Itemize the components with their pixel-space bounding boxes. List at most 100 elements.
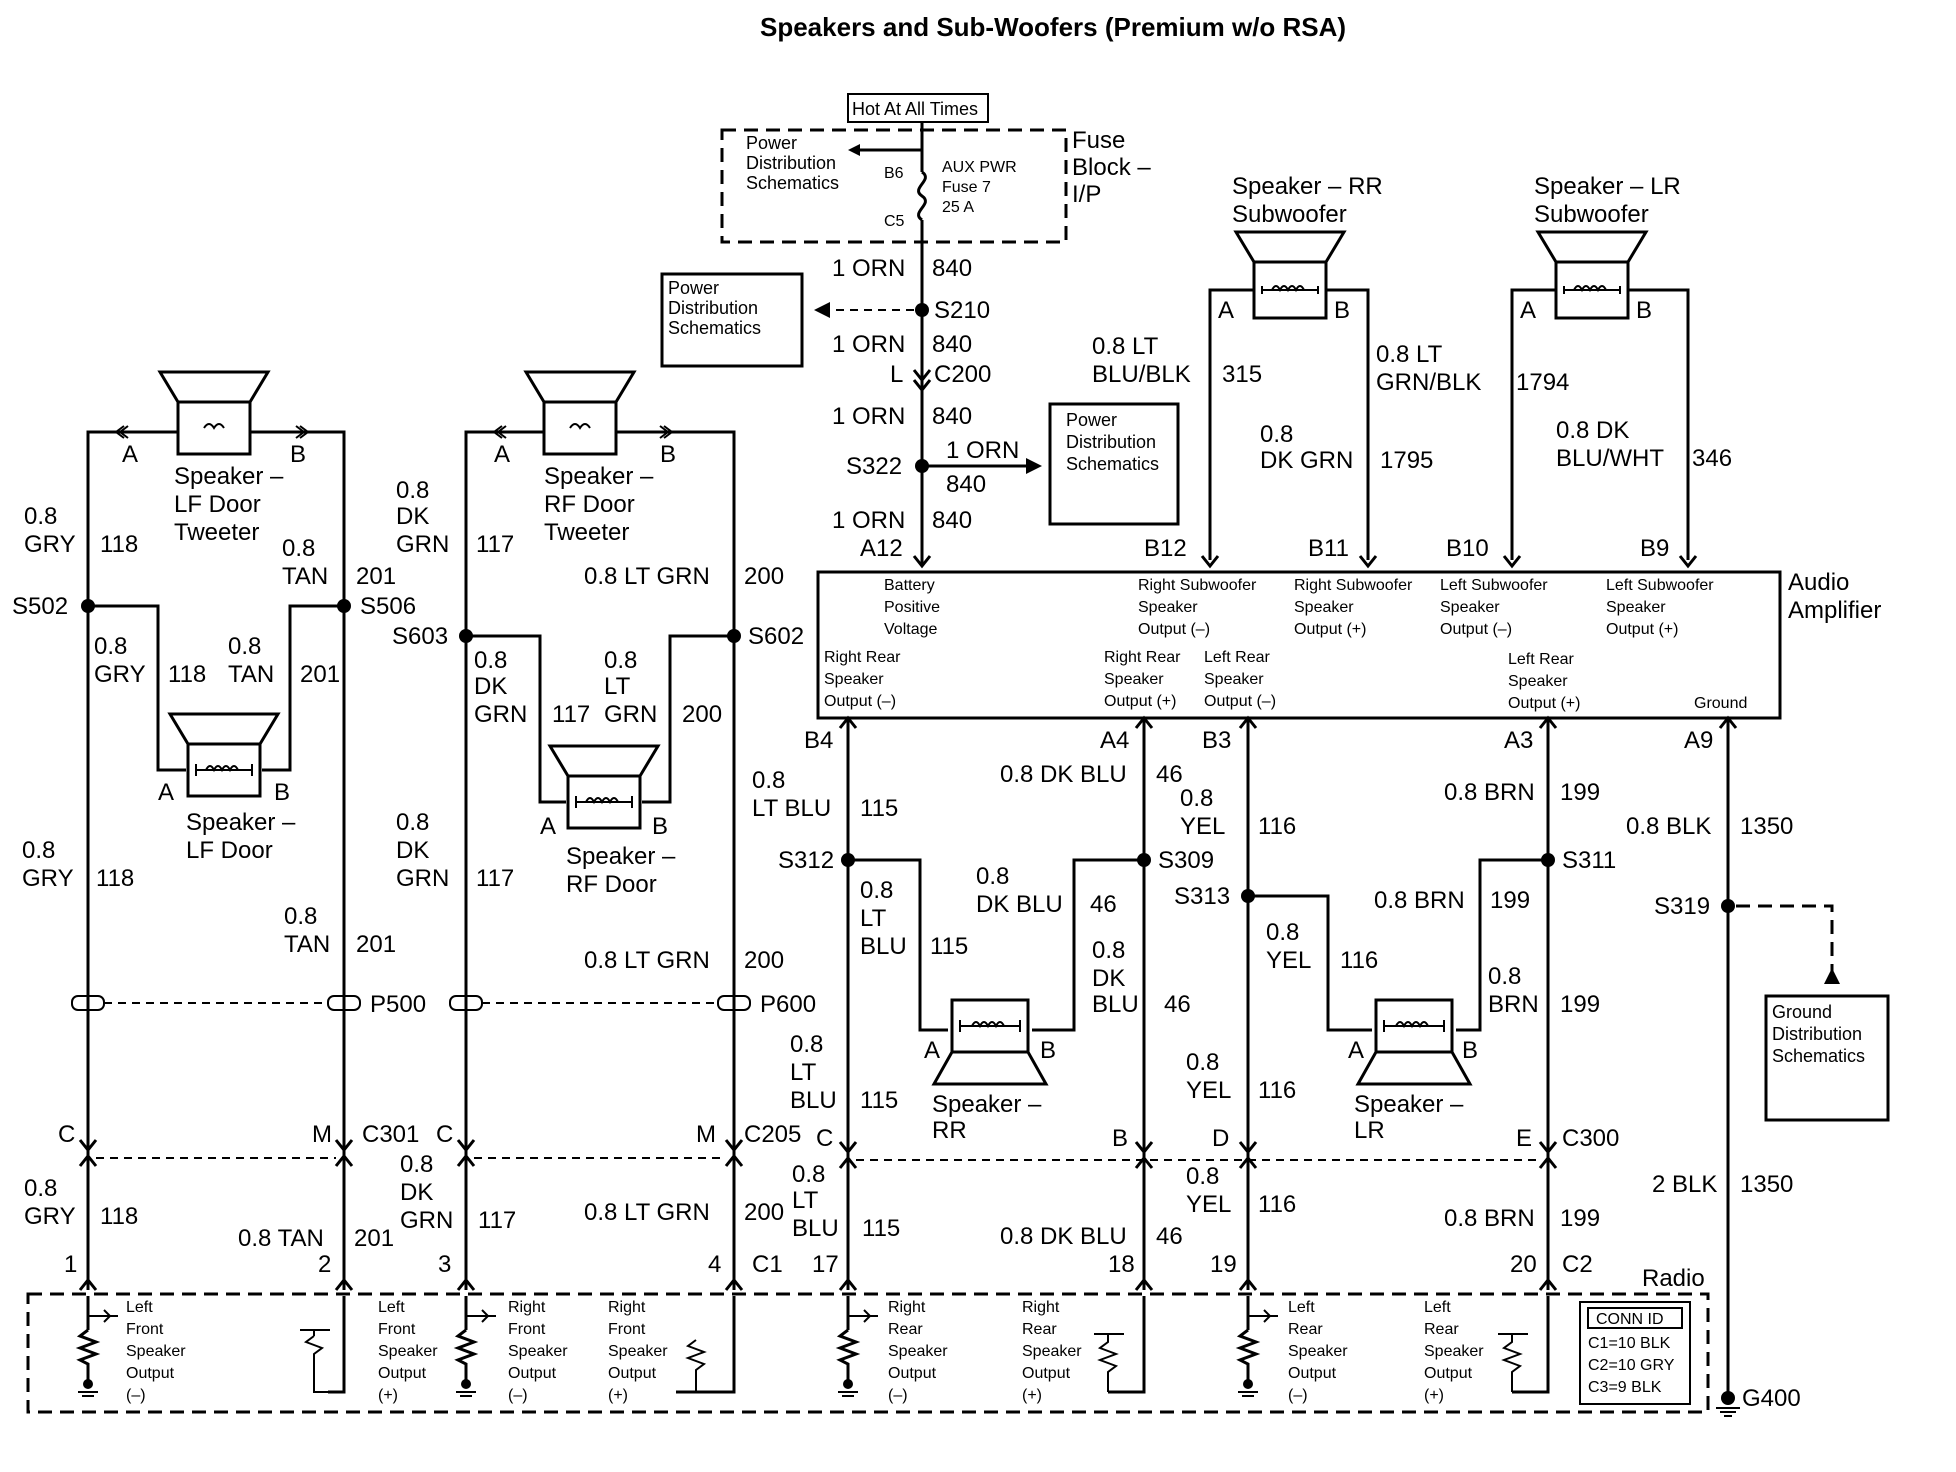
svg-text:Speaker: Speaker	[508, 1343, 568, 1360]
radio-label-lf-pos: Left Front Speaker Output (+)	[378, 1299, 438, 1404]
pds-box-1-line-1: Power	[668, 278, 719, 298]
power-wire-2-circuit: 840	[932, 331, 972, 358]
connector-c200-label: C200	[934, 361, 991, 388]
wire-118-color-b: GRY	[94, 661, 146, 688]
rr-speaker-title-1: Speaker –	[932, 1091, 1042, 1118]
svg-text:Rear: Rear	[1022, 1321, 1057, 1338]
ground-g400	[1721, 1391, 1735, 1405]
wire-118-size-d: 0.8	[24, 1175, 57, 1202]
wire-199-label-a: 0.8 BRN	[1444, 779, 1535, 806]
wire-116-circuit-b: 116	[1340, 947, 1378, 974]
wire-118-color-a: GRY	[24, 531, 76, 558]
wire-115-size-c: 0.8	[790, 1031, 823, 1058]
fuse-icon	[917, 170, 927, 222]
radio-lf-neg-circuit	[75, 1296, 118, 1397]
amp-batt-3: Voltage	[884, 621, 937, 638]
svg-text:Output: Output	[378, 1365, 427, 1382]
wire-200-circuit-d: 200	[744, 1199, 784, 1226]
connector-c1-label: C1	[752, 1251, 783, 1278]
rr-subwoofer-title-1: Speaker – RR	[1232, 173, 1383, 200]
wire-117-size-d: 0.8	[400, 1151, 433, 1178]
amp-rr-neg-3: Output (–)	[824, 693, 896, 710]
svg-text:Front: Front	[508, 1321, 546, 1338]
wire-117-grn-c: GRN	[396, 865, 449, 892]
wire-118-circuit-c: 118	[96, 865, 134, 892]
wire-200-label-d: 0.8 LT GRN	[584, 1199, 710, 1226]
conn-id-table: CONN ID C1=10 BLK C2=10 GRY C3=9 BLK	[1579, 1301, 1691, 1405]
svg-text:Left: Left	[378, 1299, 405, 1316]
wire-200-grn-b: GRN	[604, 701, 657, 728]
wire-117-size-a: 0.8	[396, 477, 429, 504]
amp-lsw-neg-3: Output (–)	[1440, 621, 1512, 638]
svg-text:(–): (–)	[126, 1387, 146, 1404]
amp-pin-b4: B4	[804, 727, 833, 754]
svg-text:Right: Right	[608, 1299, 646, 1316]
svg-text:Right: Right	[888, 1299, 926, 1316]
wire-46-label-d: 0.8 DK BLU	[1000, 1223, 1127, 1250]
connector-c2-label: C2	[1562, 1251, 1593, 1278]
amp-lsw-neg-2: Speaker	[1440, 599, 1500, 616]
amp-rr-pos-2: Speaker	[1104, 671, 1164, 688]
wire-200-circuit-c: 200	[744, 947, 784, 974]
pds-box-2-line-3: Schematics	[1066, 454, 1159, 474]
connector-p600	[449, 995, 751, 1011]
fuse-rating-1: AUX PWR	[942, 159, 1017, 176]
conn-id-c2: C2=10 GRY	[1588, 1357, 1675, 1374]
power-wire-1-circuit: 840	[932, 255, 972, 282]
amp-pin-a12: A12	[860, 535, 903, 562]
pds-box-2	[1048, 402, 1180, 526]
fuse-pds-3: Schematics	[746, 173, 839, 193]
wire-116-size-a: 0.8	[1180, 785, 1213, 812]
wire-116-color-d: YEL	[1186, 1191, 1231, 1218]
svg-text:Output: Output	[1288, 1365, 1337, 1382]
rf-tweeter-title-2: RF Door	[544, 491, 635, 518]
c300-pin-d: D	[1212, 1125, 1229, 1152]
lf-tweeter-pin-a: A	[122, 441, 138, 468]
wire-1350-circuit-d: 1350	[1740, 1171, 1793, 1198]
svg-text:(+): (+)	[608, 1387, 628, 1404]
lr-speaker-title-1: Speaker –	[1354, 1091, 1464, 1118]
gds-box	[1764, 994, 1890, 1122]
wire-116-color-c: YEL	[1186, 1077, 1231, 1104]
svg-text:Front: Front	[126, 1321, 164, 1338]
fuse-pin-b6: B6	[884, 165, 904, 182]
wire-118-size-a: 0.8	[24, 503, 57, 530]
amp-pin-a4: A4	[1100, 727, 1129, 754]
wire-46-color-b: DK BLU	[976, 891, 1063, 918]
svg-text:(+): (+)	[378, 1387, 398, 1404]
amp-rsw-neg-3: Output (–)	[1138, 621, 1210, 638]
lr-speaker-pin-a: A	[1348, 1037, 1364, 1064]
radio-rr-pos-circuit	[1094, 1296, 1146, 1394]
wire-199-size-c: 0.8	[1488, 963, 1521, 990]
radio-label-rr-pos: Right Rear Speaker Output (+)	[1022, 1299, 1082, 1404]
radio-pin-4: 4	[708, 1251, 721, 1278]
lf-tweeter-title-3: Tweeter	[174, 519, 259, 546]
rf-door-title-1: Speaker –	[566, 843, 676, 870]
wire-1350-circuit-a: 1350	[1740, 813, 1793, 840]
lf-door-title-1: Speaker –	[186, 809, 296, 836]
amp-pin-b12: B12	[1144, 535, 1187, 562]
rf-tweeter-pin-b: B	[660, 441, 676, 468]
lf-tweeter-pin-b: B	[290, 441, 306, 468]
splice-s210	[915, 303, 929, 317]
wire-199-circuit-d: 199	[1560, 1205, 1600, 1232]
svg-text:Output: Output	[888, 1365, 937, 1382]
wire-115-blu-d: BLU	[792, 1215, 839, 1242]
wire-346-circuit: 346	[1692, 445, 1732, 472]
amp-lsw-neg-1: Left Subwoofer	[1440, 577, 1548, 594]
wire-116-color-b: YEL	[1266, 947, 1311, 974]
wire-115-size-a: 0.8	[752, 767, 785, 794]
wire-46-label-a: 0.8 DK BLU	[1000, 761, 1127, 788]
wire-115-circuit-c: 115	[860, 1087, 898, 1114]
pds-box-1-line-3: Schematics	[668, 318, 761, 338]
connector-p500	[71, 995, 361, 1011]
wire-1794-color-1: 0.8 LT	[1376, 341, 1443, 368]
power-wire-4-circuit: 840	[946, 471, 986, 498]
c301-pin-c: C	[58, 1121, 75, 1148]
wire-117-size-c: 0.8	[396, 809, 429, 836]
radio-rf-neg-circuit	[453, 1296, 496, 1397]
wire-117-circuit-a: 117	[476, 531, 514, 558]
svg-text:Speaker: Speaker	[608, 1343, 668, 1360]
svg-text:Speaker: Speaker	[1424, 1343, 1484, 1360]
arrow-left-icon	[848, 144, 860, 156]
